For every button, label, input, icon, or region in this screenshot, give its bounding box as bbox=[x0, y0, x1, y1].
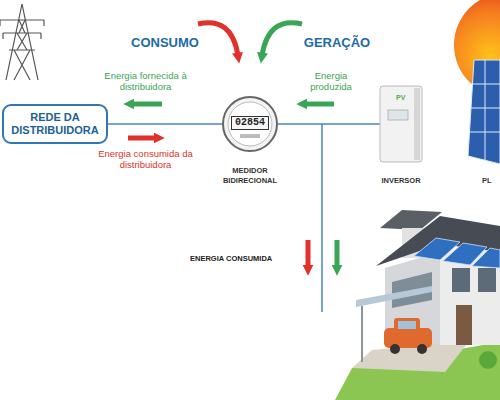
car-wheel bbox=[417, 344, 427, 354]
tower-legs bbox=[6, 4, 38, 80]
tower-bracing bbox=[14, 20, 30, 80]
window bbox=[452, 268, 470, 292]
canopy-post bbox=[361, 306, 363, 362]
flow-label: ENERGIA CONSUMIDA bbox=[190, 254, 300, 264]
supplied-arrow bbox=[131, 102, 162, 107]
wire bbox=[278, 123, 380, 125]
meter-slot bbox=[240, 134, 260, 138]
inverter: PVINVERSOR bbox=[380, 86, 422, 162]
meter-face bbox=[228, 102, 272, 146]
node-caption: MEDIDOR BIDIRECIONAL bbox=[215, 166, 285, 186]
bush bbox=[479, 351, 497, 369]
inverter-side bbox=[414, 88, 420, 160]
meter-display: 02854 bbox=[231, 116, 269, 130]
transmission-tower bbox=[0, 4, 44, 80]
inverter-logo: PV bbox=[396, 94, 405, 102]
flow-label: Energia produzida bbox=[300, 70, 362, 92]
car-cabin bbox=[394, 318, 420, 331]
house bbox=[335, 210, 500, 400]
roof-solar-panel bbox=[472, 248, 500, 268]
produced-down-arrow bbox=[335, 240, 340, 268]
garage-canopy bbox=[356, 286, 432, 307]
solar-panel: PL bbox=[468, 60, 500, 170]
solar-panel-shape bbox=[468, 60, 500, 170]
meter-body bbox=[223, 97, 277, 151]
flow-label: Energia fornecida à distribuidora bbox=[98, 70, 193, 92]
consumed-down-arrow bbox=[306, 240, 311, 268]
produced-arrow bbox=[304, 102, 334, 107]
door bbox=[456, 305, 472, 345]
inverter-body bbox=[380, 86, 422, 162]
tower-insulators bbox=[0, 20, 44, 39]
node-caption: INVERSOR bbox=[361, 176, 441, 186]
window bbox=[478, 268, 496, 292]
tower-arms bbox=[0, 20, 44, 50]
flow-heading: CONSUMO bbox=[125, 35, 205, 50]
consumed-arrow bbox=[128, 136, 157, 141]
car-wheel bbox=[390, 344, 400, 354]
wire bbox=[108, 123, 222, 125]
house-wire bbox=[321, 124, 323, 312]
box-title: REDE DA DISTRIBUIDORA bbox=[9, 111, 101, 137]
panel-grid bbox=[469, 60, 500, 160]
inverter-screen bbox=[388, 110, 408, 120]
panel-face bbox=[468, 60, 500, 164]
network-box: REDE DA DISTRIBUIDORA bbox=[2, 104, 108, 144]
consumption-arrow bbox=[198, 23, 238, 56]
flow-heading: GERAÇÃO bbox=[297, 35, 377, 50]
generation-arrow bbox=[262, 23, 302, 56]
car-window bbox=[398, 321, 416, 329]
bidirectional-meter: 02854MEDIDOR BIDIRECIONAL bbox=[222, 96, 278, 152]
node-caption: PL bbox=[482, 176, 492, 186]
flow-label: Energia consumida da distribuidora bbox=[98, 148, 193, 170]
lawn bbox=[335, 342, 500, 400]
